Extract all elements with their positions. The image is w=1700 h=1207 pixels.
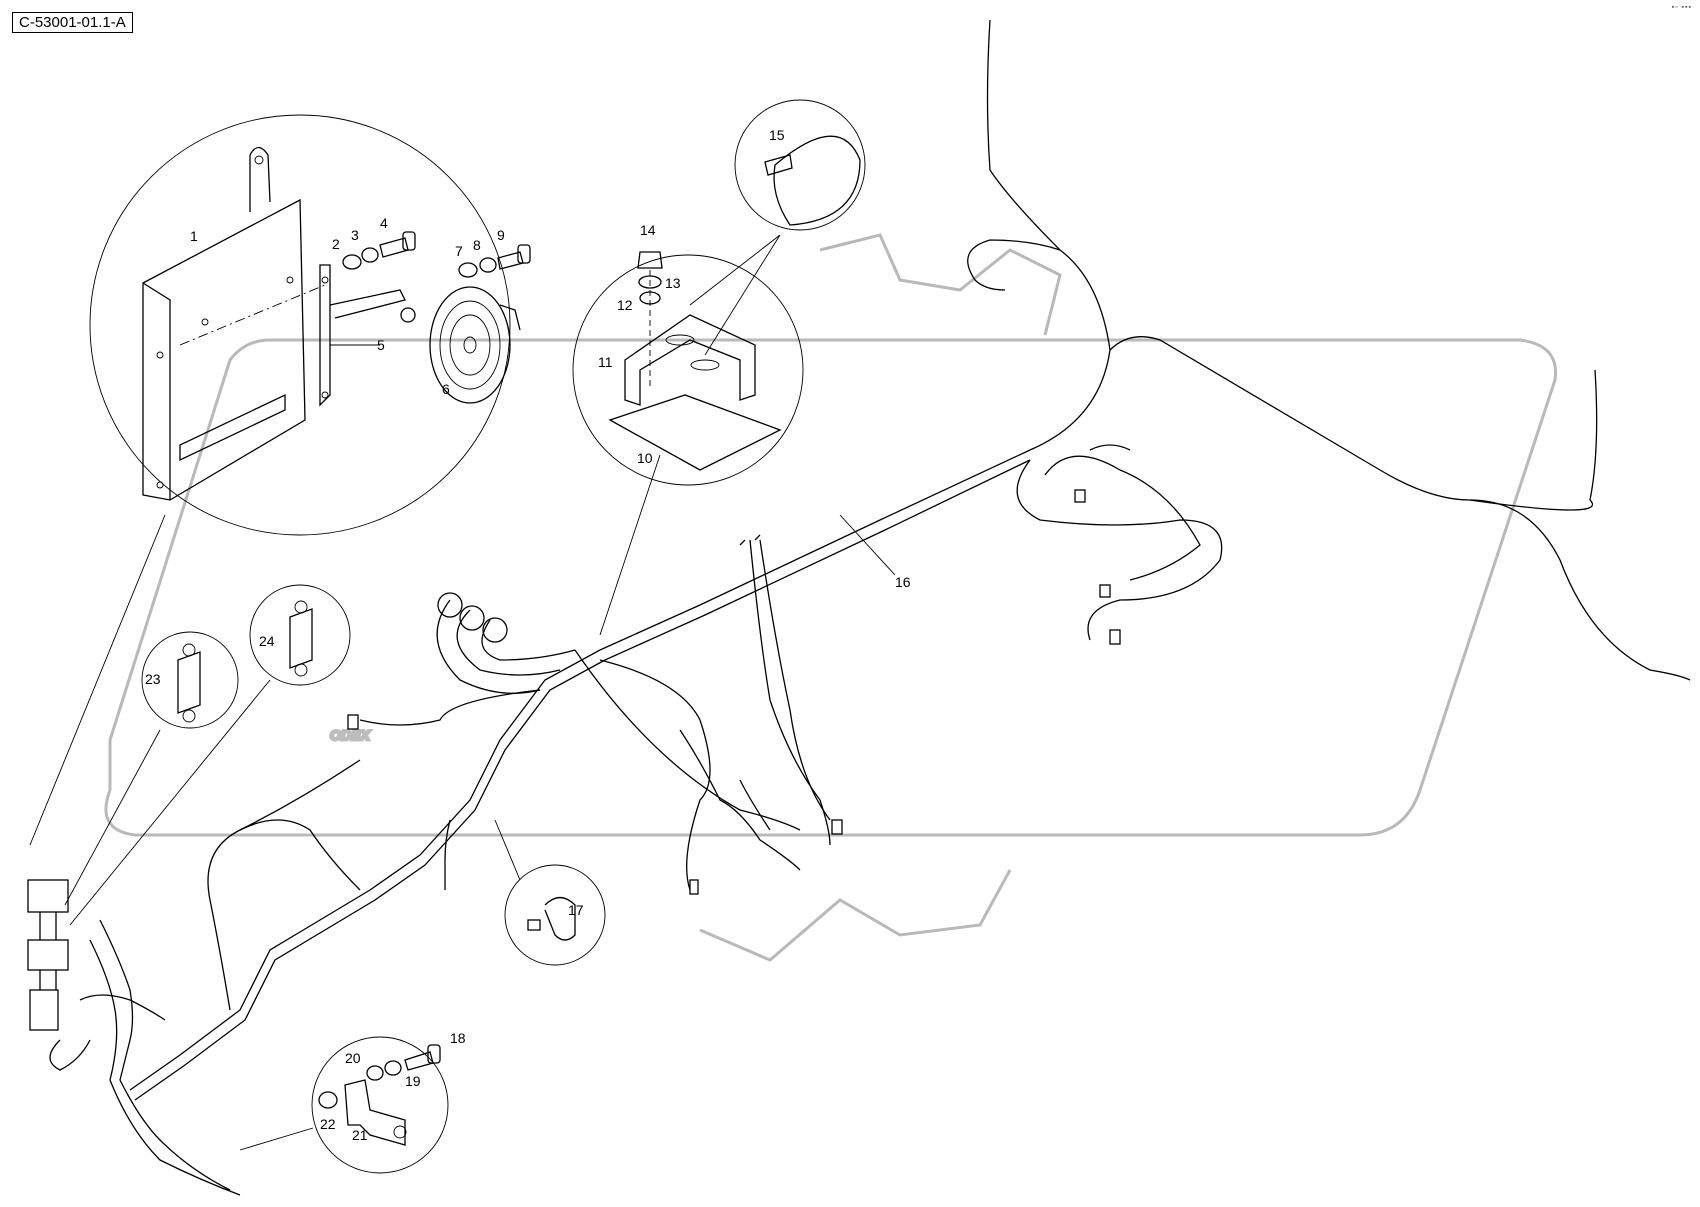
fuse-24	[289, 608, 313, 669]
lock-washer-19	[384, 1060, 402, 1076]
leader-lines	[330, 344, 896, 636]
detail-circle-cable-tie	[734, 99, 866, 231]
mounting-plate	[142, 198, 306, 501]
detail-circle-fuse-24	[249, 584, 351, 686]
horn-bracket	[319, 264, 331, 407]
lock-washer-3	[361, 247, 379, 263]
callout-18: 18	[450, 1030, 466, 1046]
callout-16: 16	[895, 574, 911, 590]
lock-washer-8	[479, 257, 497, 273]
horn-bracket-detail	[89, 114, 531, 536]
callout-22: 22	[320, 1116, 336, 1132]
washer-2	[342, 254, 362, 270]
washer-7	[458, 262, 478, 278]
callout-7: 7	[455, 243, 463, 259]
ground-strap-detail	[239, 1036, 449, 1174]
cable-tie	[773, 135, 861, 226]
detail-circle-clip	[504, 864, 606, 966]
relay-bottom	[27, 939, 69, 971]
fuse-holder	[29, 989, 59, 1031]
nut-22	[318, 1091, 338, 1109]
detail-circle-ground	[311, 1036, 449, 1174]
detail-circle-bracket	[572, 254, 804, 486]
callout-3: 3	[351, 227, 359, 243]
p-clip	[544, 896, 576, 941]
reference-code-box: C-53001-01.1-A	[12, 12, 133, 33]
callout-21: 21	[352, 1127, 368, 1143]
callout-4: 4	[380, 215, 388, 231]
callout-10: 10	[637, 450, 653, 466]
callout-9: 9	[497, 227, 505, 243]
mount-bracket-detail	[572, 251, 804, 486]
bolt-14	[637, 251, 663, 269]
callout-12: 12	[617, 297, 633, 313]
clip-detail	[494, 819, 606, 966]
fuse-details	[29, 514, 351, 926]
callout-11: 11	[598, 354, 613, 370]
callout-2: 2	[332, 236, 340, 252]
callout-13: 13	[665, 275, 681, 291]
callout-20: 20	[345, 1050, 361, 1066]
callout-15: 15	[769, 127, 785, 143]
ground-strap	[344, 1079, 406, 1146]
callout-23: 23	[145, 671, 161, 687]
mount-bracket	[624, 314, 756, 406]
callout-8: 8	[473, 237, 481, 253]
detail-circle-horn	[89, 114, 511, 536]
cable-tie-detail	[689, 99, 866, 356]
watermark-text: ODEX	[330, 727, 371, 743]
bolt-4	[379, 237, 409, 258]
watermark-logo: ODEX	[104, 233, 1558, 962]
callout-6: 6	[442, 381, 450, 397]
relay-top	[27, 879, 69, 913]
wiring-harness	[27, 19, 1691, 1196]
corner-mark: ▪▫ ▪▪▪	[1671, 4, 1692, 11]
detail-circle-fuse-23	[141, 631, 239, 729]
callout-1: 1	[190, 228, 198, 244]
callout-24: 24	[259, 633, 275, 649]
callout-17: 17	[568, 902, 584, 918]
fuse-23	[177, 651, 201, 714]
bolt-18	[404, 1051, 434, 1071]
callout-5: 5	[377, 337, 385, 353]
gasket-plate	[608, 394, 782, 471]
callout-labels: 1 2 3 4 5 6 7 8 9 10 11 12 13 14 15 16 1…	[145, 127, 911, 1143]
horn	[400, 286, 521, 404]
washer-20	[366, 1065, 384, 1081]
callout-14: 14	[640, 222, 656, 238]
callout-19: 19	[405, 1073, 421, 1089]
